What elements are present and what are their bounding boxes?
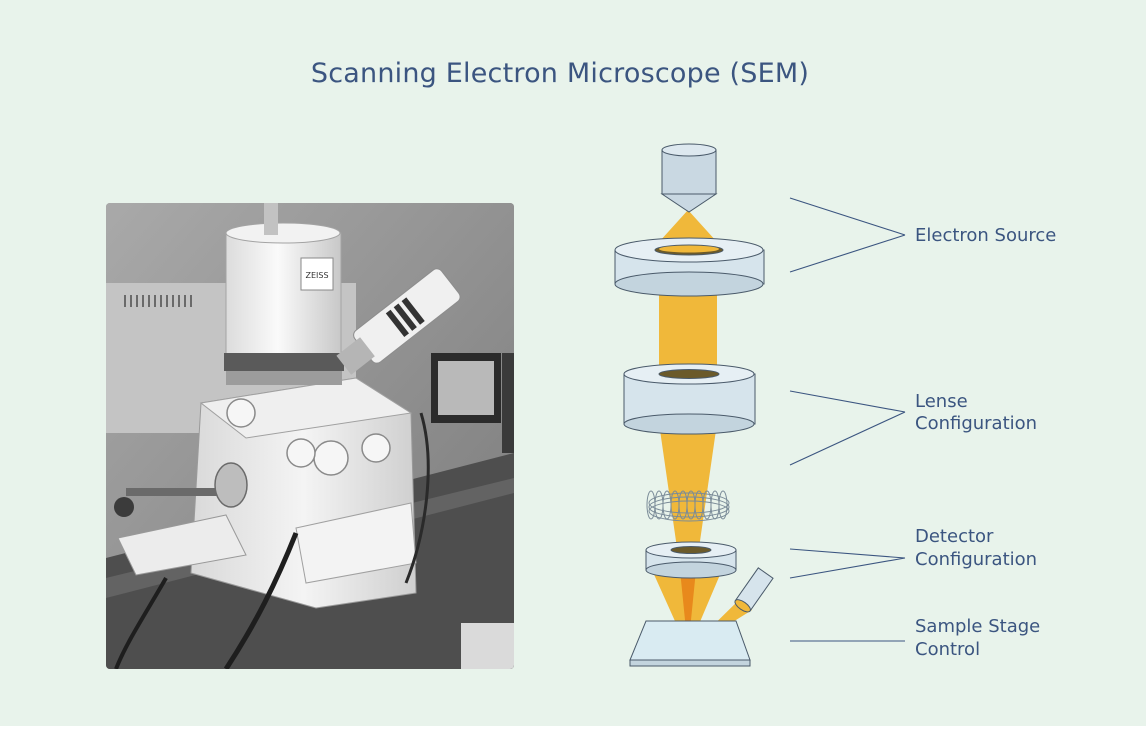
beam-core xyxy=(680,570,696,650)
label-detector-configuration: Configuration xyxy=(915,549,1038,570)
condenser-ring xyxy=(614,237,765,297)
side-detector xyxy=(734,567,774,613)
label-lense: Lense xyxy=(915,391,968,412)
scan-coil xyxy=(646,490,730,522)
label-detector: Detector xyxy=(915,526,994,547)
beam-upper xyxy=(659,284,717,374)
label-electron-source: Electron Source xyxy=(915,225,1057,246)
label-sample-control: Control xyxy=(915,639,981,660)
label-lense-configuration: Configuration xyxy=(915,413,1038,434)
svg-text:ZEISS: ZEISS xyxy=(305,271,328,280)
electron-gun xyxy=(660,143,718,213)
sem-photo: ZEISS xyxy=(106,203,514,669)
sample-stage xyxy=(629,620,751,667)
beam-lower-taper xyxy=(660,430,716,555)
page-title: Scanning Electron Microscope (SEM) xyxy=(310,58,810,89)
leader-lines xyxy=(789,197,906,642)
label-sample-stage: Sample Stage xyxy=(915,616,1041,637)
objective-ring xyxy=(623,363,756,435)
sem-schematic xyxy=(614,143,906,667)
detector-ring xyxy=(645,541,737,579)
